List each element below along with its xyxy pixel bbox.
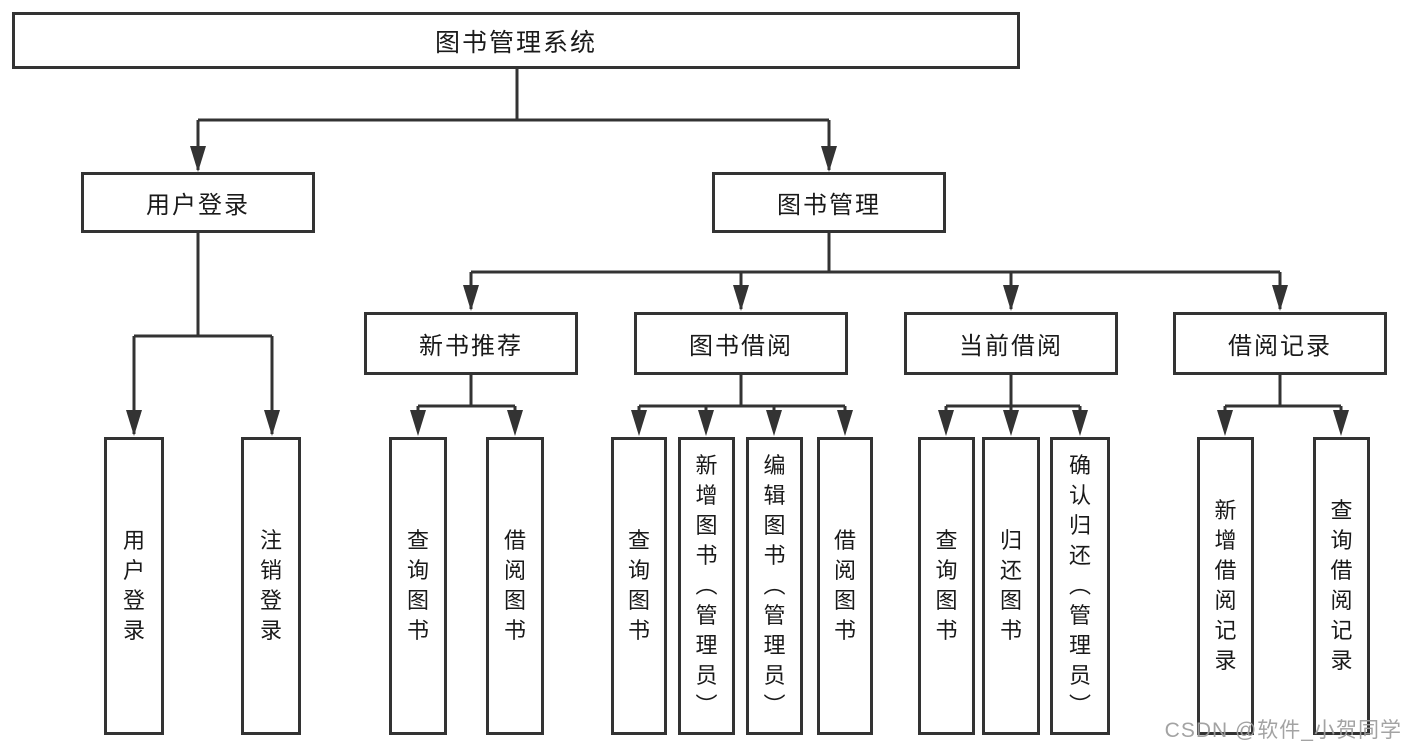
leaf-query-books-recommend: 查询图书 bbox=[389, 437, 447, 735]
leaf-label: 新增图书︵管理员︶ bbox=[695, 453, 718, 718]
leaf-label: 借阅图书 bbox=[503, 528, 526, 643]
node-label: 借阅记录 bbox=[1228, 333, 1332, 360]
node-label: 图书管理系统 bbox=[434, 28, 597, 57]
node-book-management: 图书管理 bbox=[712, 172, 946, 233]
leaf-label: 用户登录 bbox=[122, 528, 145, 643]
leaf-query-borrow-record: 查询借阅记录 bbox=[1313, 437, 1370, 735]
leaf-logout: 注销登录 bbox=[241, 437, 301, 735]
leaf-label: 借阅图书 bbox=[833, 528, 856, 643]
node-current-borrowing: 当前借阅 bbox=[904, 312, 1118, 375]
leaf-borrow-books: 借阅图书 bbox=[817, 437, 873, 735]
connector-user-login-to-leaves bbox=[126, 232, 280, 436]
node-label: 图书管理 bbox=[777, 192, 881, 219]
node-label: 图书借阅 bbox=[689, 333, 793, 360]
leaf-label: 查询借阅记录 bbox=[1330, 498, 1353, 673]
leaf-return-books: 归还图书 bbox=[982, 437, 1040, 735]
node-library-management-system: 图书管理系统 bbox=[12, 12, 1020, 69]
leaf-label: 编辑图书︵管理员︶ bbox=[763, 453, 786, 718]
leaf-user-login: 用户登录 bbox=[104, 437, 164, 735]
leaf-label: 新增借阅记录 bbox=[1214, 498, 1237, 673]
connector-borrow-records-to-leaves bbox=[1217, 375, 1349, 436]
node-label: 新书推荐 bbox=[419, 333, 523, 360]
leaf-label: 注销登录 bbox=[259, 528, 282, 643]
connector-book-mgmt-to-level3 bbox=[463, 232, 1288, 311]
leaf-confirm-return-admin: 确认归还︵管理员︶ bbox=[1050, 437, 1110, 735]
node-book-borrowing: 图书借阅 bbox=[634, 312, 848, 375]
leaf-borrow-books-recommend: 借阅图书 bbox=[486, 437, 544, 735]
node-label: 用户登录 bbox=[146, 192, 250, 219]
leaf-query-books-borrow: 查询图书 bbox=[611, 437, 667, 735]
leaf-add-borrow-record: 新增借阅记录 bbox=[1197, 437, 1254, 735]
csdn-watermark: CSDN @软件_小贺同学 bbox=[1164, 719, 1402, 742]
leaf-label: 归还图书 bbox=[999, 528, 1022, 643]
leaf-add-books-admin: 新增图书︵管理员︶ bbox=[678, 437, 735, 735]
connector-current-borrow-to-leaves bbox=[938, 375, 1088, 436]
leaf-label: 确认归还︵管理员︶ bbox=[1068, 453, 1091, 718]
connector-root-to-level2 bbox=[190, 68, 837, 172]
node-borrowing-records: 借阅记录 bbox=[1173, 312, 1387, 375]
connector-new-book-to-leaves bbox=[410, 375, 523, 436]
node-user-login: 用户登录 bbox=[81, 172, 315, 233]
leaf-label: 查询图书 bbox=[627, 528, 650, 643]
leaf-query-books-current: 查询图书 bbox=[918, 437, 975, 735]
node-label: 当前借阅 bbox=[959, 333, 1063, 360]
leaf-label: 查询图书 bbox=[406, 528, 429, 643]
leaf-label: 查询图书 bbox=[935, 528, 958, 643]
leaf-edit-books-admin: 编辑图书︵管理员︶ bbox=[746, 437, 803, 735]
node-new-book-recommendation: 新书推荐 bbox=[364, 312, 578, 375]
connector-book-borrow-to-leaves bbox=[631, 375, 853, 436]
